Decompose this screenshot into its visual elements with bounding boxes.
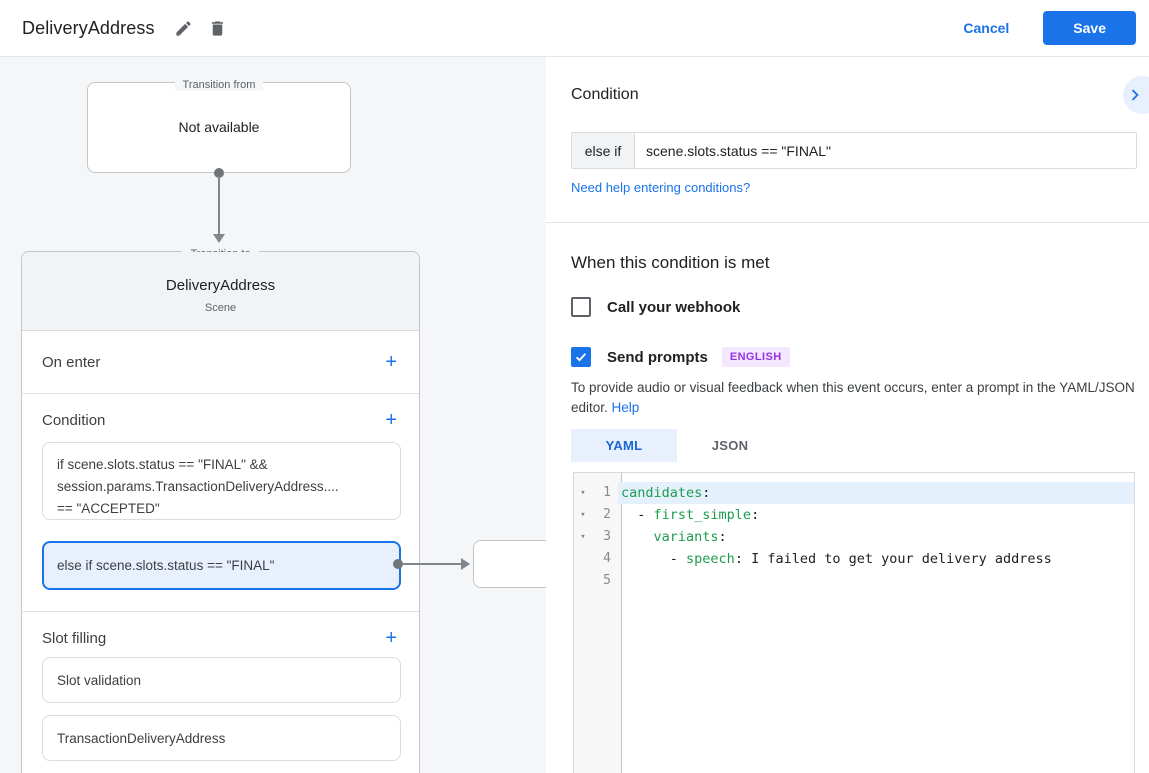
delete-scene-button[interactable] <box>201 11 235 45</box>
fold-toggle-icon <box>574 570 592 592</box>
scene-card-header[interactable]: DeliveryAddress Scene <box>22 252 419 331</box>
connector-dot-vertical <box>214 168 224 178</box>
condition-section-label: Condition <box>42 411 106 429</box>
condition-prefix-label: else if <box>572 133 635 168</box>
code-key: speech <box>686 551 735 567</box>
code-text: candidates: <box>618 482 1134 504</box>
condition-item-2-selected[interactable]: else if scene.slots.status == "FINAL" <box>42 541 401 590</box>
code-key: candidates <box>621 485 703 501</box>
fold-toggle-icon <box>574 548 592 570</box>
line-number: 5 <box>603 573 611 588</box>
prompt-description-text: To provide audio or visual feedback when… <box>571 380 1135 415</box>
code-text: variants: <box>618 526 1134 548</box>
edit-title-button[interactable] <box>167 11 201 45</box>
code-plain: : <box>718 529 727 545</box>
connector-line-vertical <box>218 176 220 234</box>
cancel-button[interactable]: Cancel <box>947 12 1025 44</box>
on-enter-label: On enter <box>42 353 101 371</box>
prompt-description: To provide audio or visual feedback when… <box>571 378 1146 418</box>
code-plain <box>621 529 654 545</box>
trash-icon <box>208 19 227 38</box>
slot-validation-item[interactable]: Slot validation <box>42 657 401 703</box>
language-badge: ENGLISH <box>721 347 790 367</box>
page-title: DeliveryAddress <box>22 17 155 38</box>
conditions-help-link[interactable]: Need help entering conditions? <box>571 180 751 195</box>
code-key: variants <box>653 529 719 545</box>
code-line-2[interactable]: ▾ 2 - first_simple: <box>574 504 1134 526</box>
panel-heading: Condition <box>571 86 639 103</box>
add-slot-button[interactable]: + <box>385 627 397 649</box>
transition-to-card: Transition to DeliveryAddress Scene On e… <box>21 248 420 773</box>
chevron-right-icon <box>1124 84 1146 106</box>
call-webhook-label: Call your webhook <box>607 298 741 316</box>
transition-from-value: Not available <box>178 119 260 135</box>
line-number: 4 <box>603 551 611 566</box>
code-text: - speech: I failed to get your delivery … <box>618 548 1134 570</box>
divider <box>22 611 419 612</box>
transition-from-legend: Transition from <box>88 75 350 93</box>
code-lines: ▾ 1 candidates: ▾ 2 - first_simple: ▾ 3 … <box>574 482 1134 592</box>
pencil-icon <box>174 19 193 38</box>
checkmark-icon <box>574 350 588 364</box>
code-plain: - <box>621 507 654 523</box>
send-prompts-checkbox[interactable] <box>571 347 591 367</box>
condition-expression-input[interactable]: scene.slots.status == "FINAL" <box>646 142 832 159</box>
call-webhook-checkbox[interactable] <box>571 297 591 317</box>
arrow-down-icon <box>213 234 225 243</box>
code-plain: : I failed to get your delivery address <box>734 551 1052 567</box>
scene-type-label: Scene <box>204 302 237 314</box>
code-line-1[interactable]: ▾ 1 candidates: <box>574 482 1134 504</box>
line-number: 3 <box>603 529 611 544</box>
code-plain: : <box>751 507 760 523</box>
connector-dot-horizontal <box>393 559 403 569</box>
transaction-delivery-address-item[interactable]: TransactionDeliveryAddress <box>42 715 401 761</box>
arrow-right-icon <box>461 558 470 570</box>
when-condition-met-heading: When this condition is met <box>571 253 770 272</box>
code-line-5[interactable]: 5 <box>574 570 1134 592</box>
send-prompts-row: Send prompts ENGLISH <box>571 347 790 367</box>
top-bar: DeliveryAddress Cancel Save <box>0 0 1149 57</box>
code-text <box>618 570 1134 592</box>
code-plain: - <box>621 551 687 567</box>
transition-target-box[interactable] <box>473 540 546 588</box>
line-number: 1 <box>603 485 611 500</box>
tab-json[interactable]: JSON <box>711 438 749 453</box>
fold-toggle-icon[interactable]: ▾ <box>580 532 586 542</box>
tab-yaml[interactable]: YAML <box>571 429 677 462</box>
collapse-panel-button[interactable] <box>1123 76 1149 114</box>
save-button[interactable]: Save <box>1043 11 1136 45</box>
help-link[interactable]: Help <box>611 400 640 415</box>
fold-toggle-icon[interactable]: ▾ <box>580 510 586 520</box>
editor-gutter <box>574 473 622 773</box>
send-prompts-label: Send prompts <box>607 348 708 366</box>
condition-item-1[interactable]: if scene.slots.status == "FINAL" && sess… <box>42 442 401 520</box>
on-enter-row: On enter + <box>22 331 419 393</box>
scene-diagram-panel: Transition from Not available Transition… <box>0 57 546 773</box>
add-on-enter-button[interactable]: + <box>385 351 397 373</box>
condition-expression-field: else if scene.slots.status == "FINAL" <box>571 132 1137 169</box>
fold-toggle-icon[interactable]: ▾ <box>580 488 586 498</box>
transition-from-box[interactable]: Transition from Not available <box>87 79 351 173</box>
connector-line-horizontal <box>402 563 462 565</box>
condition-detail-panel: Condition else if scene.slots.status == … <box>546 57 1149 773</box>
editor-format-tabs: YAML JSON <box>571 429 783 462</box>
add-condition-button[interactable]: + <box>385 409 397 431</box>
yaml-code-editor[interactable]: ▾ 1 candidates: ▾ 2 - first_simple: ▾ 3 … <box>573 472 1135 773</box>
slot-filling-row: Slot filling + <box>22 615 419 661</box>
scene-name: DeliveryAddress <box>165 277 276 294</box>
webhook-row: Call your webhook <box>571 297 740 317</box>
divider <box>22 393 419 394</box>
code-line-4[interactable]: 4 - speech: I failed to get your deliver… <box>574 548 1134 570</box>
condition-section-row: Condition + <box>22 397 419 443</box>
code-line-3[interactable]: ▾ 3 variants: <box>574 526 1134 548</box>
line-number: 2 <box>603 507 611 522</box>
code-text: - first_simple: <box>618 504 1134 526</box>
slot-filling-label: Slot filling <box>42 629 107 647</box>
code-key: first_simple <box>653 507 752 523</box>
code-plain: : <box>702 485 711 501</box>
divider <box>546 222 1149 223</box>
